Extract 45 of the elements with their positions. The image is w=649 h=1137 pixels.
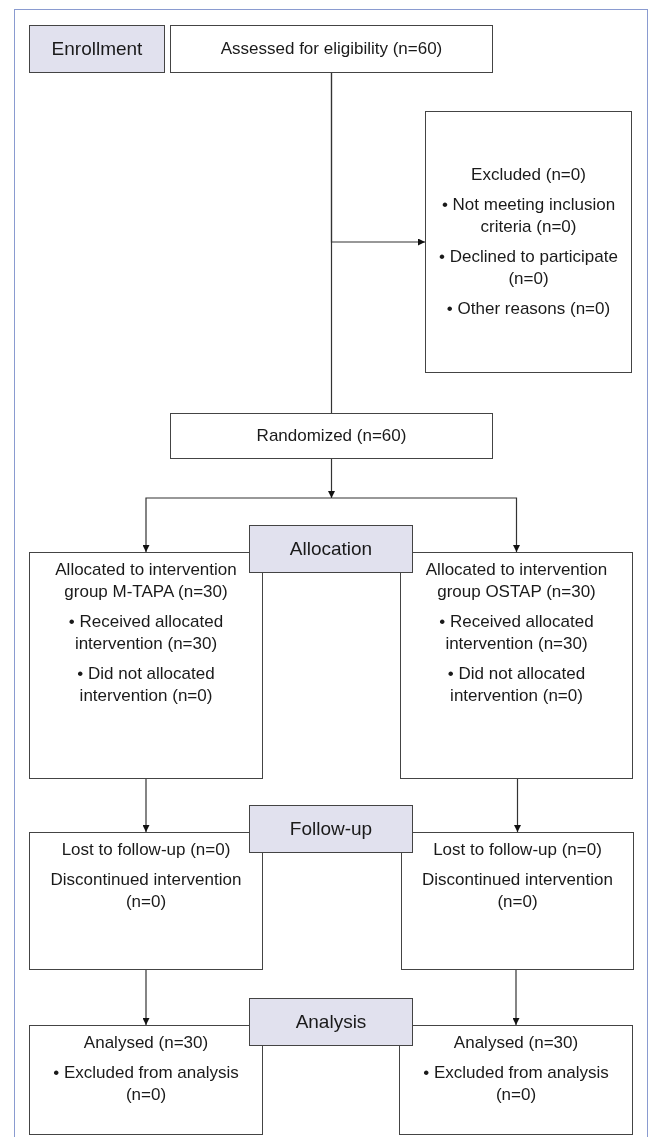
stage-label-box: [29, 25, 165, 73]
box-text: Analysed (n=30): [83, 1032, 209, 1054]
box-text: Allocated to intervention group OSTAP (n=30): [424, 559, 609, 604]
box-text: • Declined to participate (n=0): [438, 246, 619, 291]
box-text: Randomized (n=60): [256, 424, 407, 447]
box-text: Assessed for eligibility (n=60): [220, 37, 443, 60]
box-text: • Other reasons (n=0): [446, 298, 611, 321]
flow-box: [400, 552, 633, 779]
box-text: • Received allocated intervention (n=30): [438, 611, 595, 656]
box-text: Lost to follow-up (n=0): [61, 839, 231, 861]
box-text: Allocated to intervention group M-TAPA (n=30): [54, 559, 238, 604]
box-text: Follow-up: [289, 816, 373, 841]
flow-box: [29, 552, 263, 779]
flow-box: [170, 413, 493, 459]
box-text: Analysed (n=30): [453, 1032, 579, 1054]
box-text: Analysis: [295, 1009, 367, 1034]
flow-box: [401, 832, 634, 970]
stage-label-box: [249, 525, 413, 573]
box-text: • Did not allocated intervention (n=0): [76, 663, 216, 708]
arrow: [328, 458, 335, 499]
box-text: • Did not allocated intervention (n=0): [446, 663, 587, 708]
box-text: • Excluded from analysis (n=0): [422, 1062, 610, 1107]
arrow: [512, 969, 520, 1026]
flow-box: [425, 111, 632, 373]
box-text: Discontinued intervention (n=0): [49, 869, 243, 914]
arrow: [514, 778, 521, 833]
flow-box: [29, 832, 263, 970]
box-text: • Received allocated intervention (n=30): [67, 611, 225, 656]
box-text: • Not meeting inclusion criteria (n=0): [440, 193, 617, 238]
box-text: Enrollment: [51, 36, 143, 61]
arrow: [142, 497, 333, 553]
flow-box: [399, 1025, 633, 1135]
box-text: Allocation: [289, 536, 373, 561]
box-text: Lost to follow-up (n=0): [433, 839, 602, 861]
arrow: [330, 72, 426, 246]
stage-label-box: [249, 998, 413, 1046]
box-text: Discontinued intervention (n=0): [421, 869, 614, 914]
flow-box: [29, 1025, 263, 1135]
box-text: • Excluded from analysis (n=0): [52, 1062, 240, 1107]
arrow: [142, 778, 150, 833]
arrow: [330, 497, 520, 553]
box-text: Excluded (n=0): [471, 163, 586, 186]
stage-label-box: [249, 805, 413, 853]
arrow: [142, 969, 150, 1026]
flow-box: [170, 25, 493, 73]
